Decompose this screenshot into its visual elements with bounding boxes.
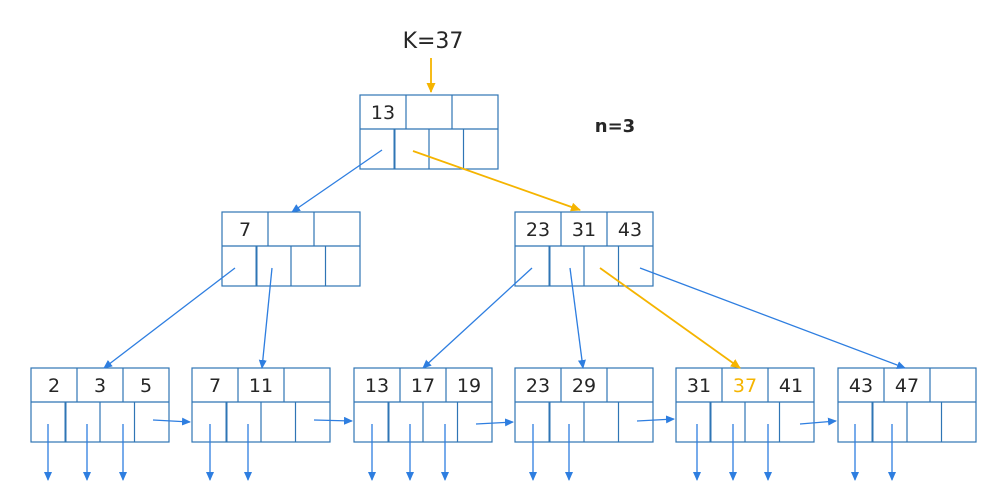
node-key: 37: [733, 375, 757, 397]
node-key: 2: [48, 375, 60, 397]
leaf-node: 13 17 19: [353, 367, 493, 443]
search-path-arrow: [412, 150, 581, 212]
sibling-pointer: [636, 415, 675, 424]
node-key: 43: [849, 375, 873, 397]
order-label: n=3: [595, 116, 635, 137]
sibling-pointer: [475, 418, 514, 427]
leaf-node: 23 29: [514, 367, 654, 443]
sibling-pointer: [313, 416, 353, 425]
internal-node: 23 31 43: [514, 211, 654, 287]
child-pointer: [291, 149, 383, 213]
sibling-pointer: [152, 417, 191, 426]
node-key: 41: [779, 375, 803, 397]
sibling-pointer: [799, 417, 837, 426]
node-key: 31: [687, 375, 711, 397]
root-node: 13: [359, 94, 499, 170]
leaf-node: 31 37 41: [675, 367, 815, 443]
node-key: 3: [94, 375, 106, 397]
node-key: 11: [249, 375, 273, 397]
child-pointer: [639, 267, 906, 369]
leaf-node: 2 3 5: [30, 367, 170, 443]
node-key: 23: [526, 375, 550, 397]
child-pointer: [258, 267, 273, 369]
query-label: K=37: [403, 29, 464, 54]
child-pointer: [422, 267, 533, 369]
node-key: 43: [618, 219, 642, 241]
node-key: 23: [526, 219, 550, 241]
node-key: 17: [411, 375, 435, 397]
child-pointer: [569, 267, 586, 369]
node-key: 29: [572, 375, 596, 397]
node-key: 5: [140, 375, 152, 397]
node-key: 7: [239, 219, 251, 241]
node-key: 13: [365, 375, 389, 397]
tree-links: [44, 58, 906, 481]
child-pointer: [103, 267, 236, 369]
node-key: 31: [572, 219, 596, 241]
node-key: 19: [457, 375, 481, 397]
node-key: 47: [895, 375, 919, 397]
node-key: 7: [209, 375, 221, 397]
internal-node: 7: [221, 211, 361, 287]
search-path-arrow: [599, 267, 741, 369]
leaf-node: 43 47: [837, 367, 977, 443]
node-key: 13: [371, 102, 395, 124]
leaf-node: 7 11: [191, 367, 331, 443]
